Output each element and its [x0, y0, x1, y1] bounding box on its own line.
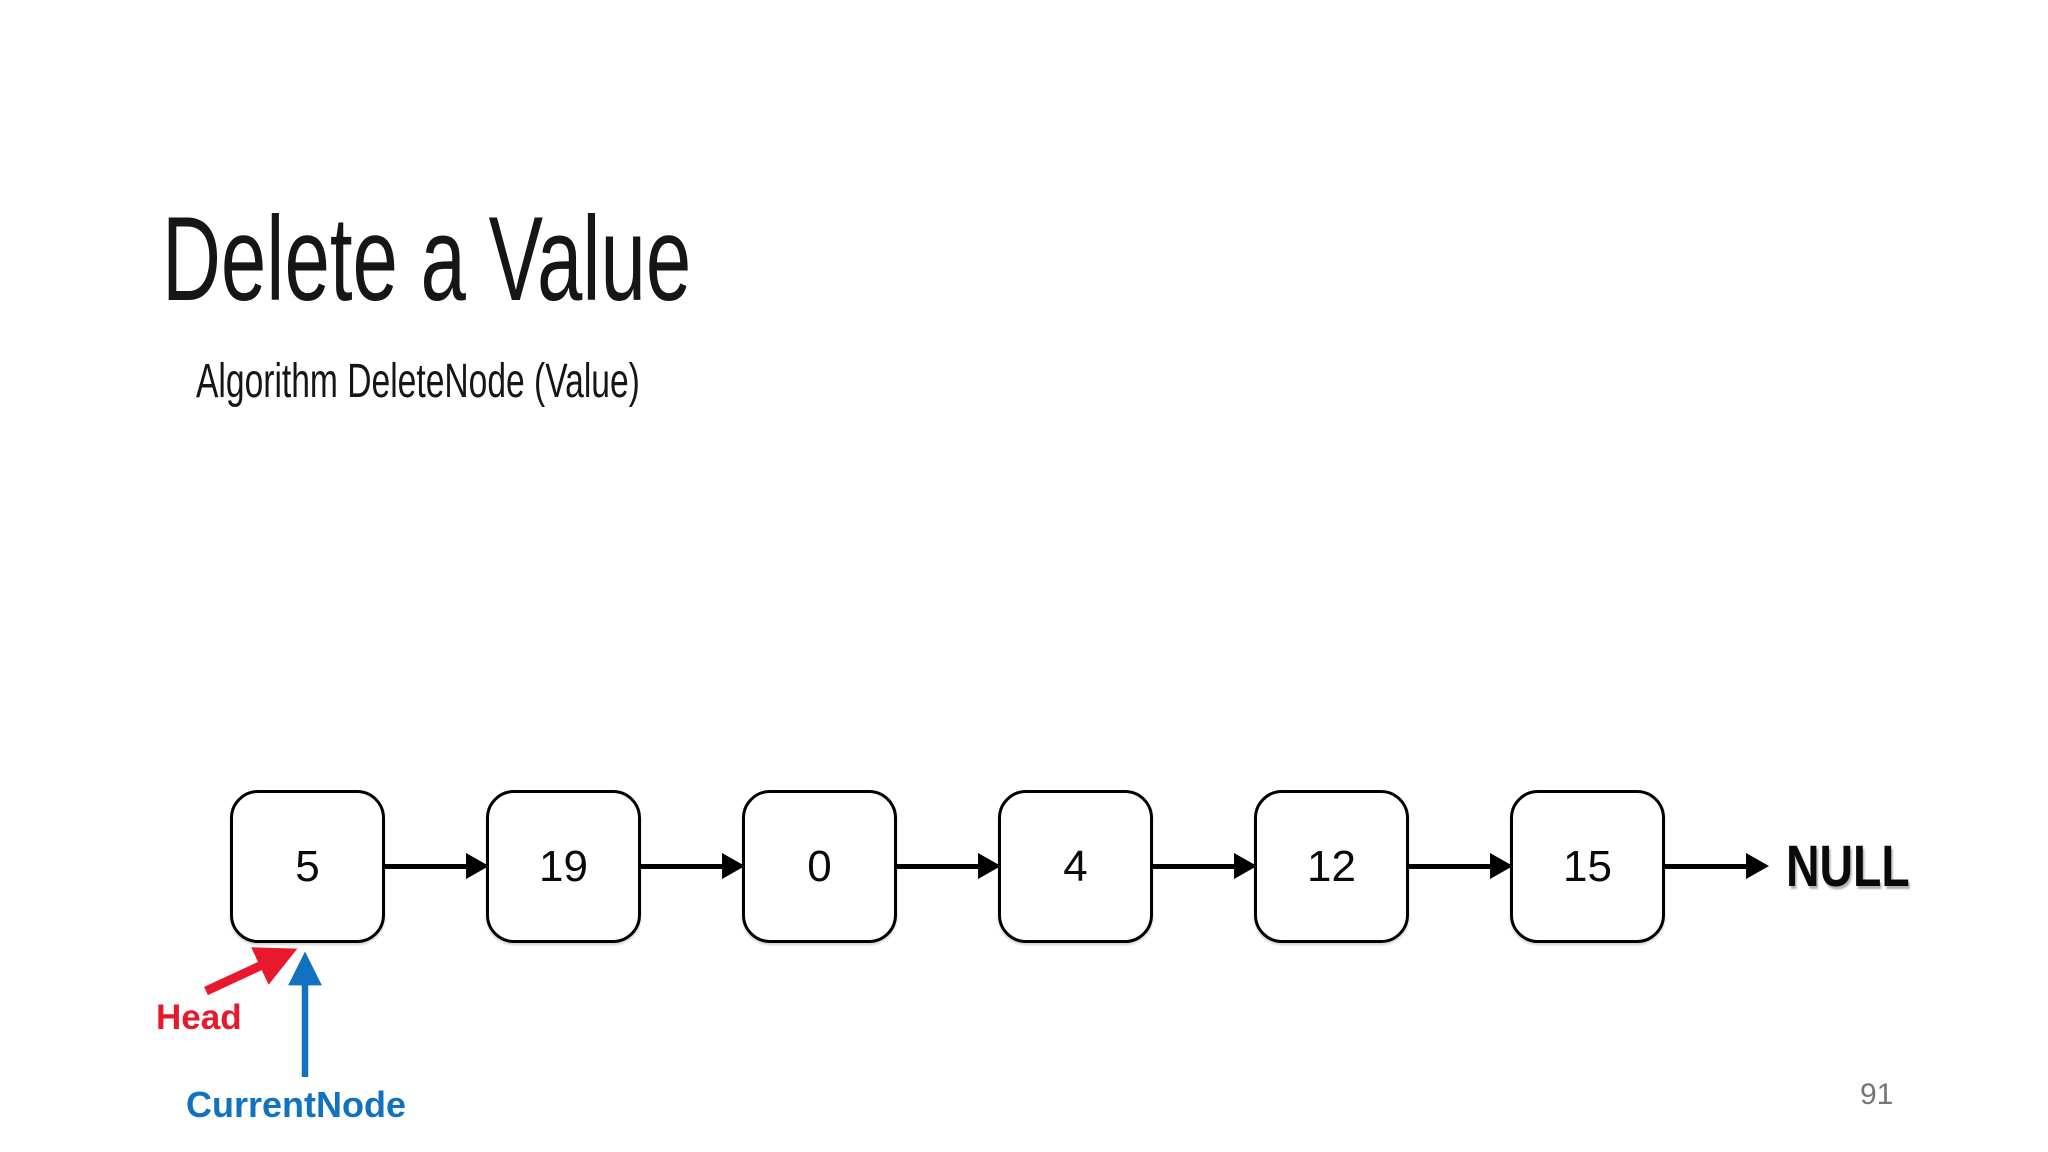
node-value: 15 [1563, 841, 1612, 891]
next-pointer-arrow [385, 864, 468, 869]
list-node-3: 0 [742, 790, 897, 943]
next-pointer-arrowhead-icon [722, 853, 745, 879]
next-pointer-arrowhead-icon [466, 853, 489, 879]
list-node-6: 15 [1510, 790, 1665, 943]
slide-title: Delete a Value [162, 192, 692, 327]
node-value: 5 [295, 841, 320, 891]
node-value: 19 [539, 841, 588, 891]
next-pointer-arrowhead-icon [978, 853, 1001, 879]
list-node-4: 4 [998, 790, 1153, 943]
next-pointer-arrow [1409, 864, 1492, 869]
head-arrow-icon [204, 947, 298, 996]
node-value: 12 [1307, 841, 1356, 891]
list-node-5: 12 [1254, 790, 1409, 943]
next-pointer-arrow [641, 864, 724, 869]
slide-subtitle: Algorithm DeleteNode (Value) [196, 355, 640, 408]
node-value: 0 [807, 841, 832, 891]
null-terminator-label: NULL [1786, 833, 1910, 899]
slide-page-number: 91 [1860, 1078, 1894, 1111]
null-pointer-arrow [1665, 864, 1748, 869]
null-pointer-arrowhead-icon [1746, 853, 1769, 879]
list-node-1: 5 [230, 790, 385, 943]
next-pointer-arrow [897, 864, 980, 869]
head-pointer-label: Head [156, 998, 242, 1037]
next-pointer-arrowhead-icon [1234, 853, 1257, 879]
next-pointer-arrowhead-icon [1490, 853, 1513, 879]
node-value: 4 [1063, 841, 1088, 891]
list-node-2: 19 [486, 790, 641, 943]
currentnode-pointer-label: CurrentNode [186, 1084, 407, 1125]
next-pointer-arrow [1153, 864, 1236, 869]
